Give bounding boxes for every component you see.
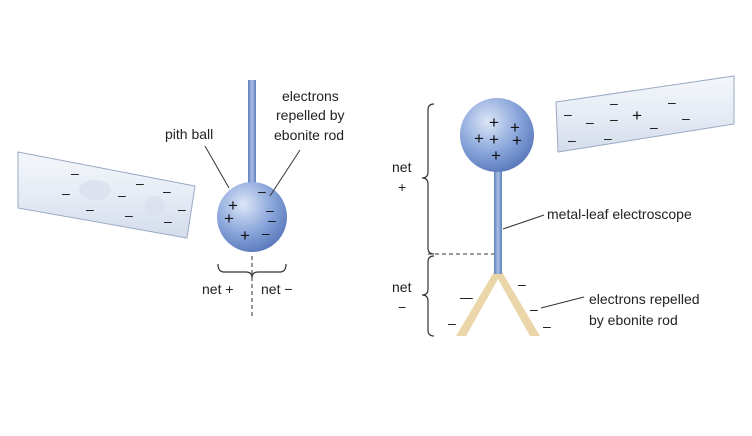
charge-plus: + <box>491 146 501 165</box>
charge-minus: – <box>682 110 690 126</box>
electroscope-label: metal-leaf electroscope <box>547 206 692 222</box>
ebonite-rod-left: – – – – – – – – – <box>17 151 196 239</box>
electroscope-sphere: + + + + + + <box>460 98 534 172</box>
charge-minus: – <box>118 187 126 203</box>
charge-minus: – <box>650 119 658 135</box>
charge-minus: – <box>268 212 276 228</box>
charge-minus: – <box>448 315 456 331</box>
charge-plus: + <box>512 131 522 150</box>
charge-minus: – <box>266 202 274 218</box>
left-panel: – – – – – – – – – + + + – – – – pith ba <box>17 80 345 318</box>
right-panel: – – – – – + – – – – + + + + + + <box>392 75 735 337</box>
electrons-right-line1: electrons repelled <box>589 291 700 307</box>
charge-plus: + <box>228 196 238 215</box>
pith-ball-label: pith ball <box>165 126 213 142</box>
charge-minus: – <box>610 111 618 127</box>
pith-ball-thread <box>248 80 256 186</box>
electrons-right-pointer <box>540 296 585 309</box>
charge-minus: – <box>262 225 270 241</box>
pith-ball-sphere <box>217 182 287 252</box>
charge-minus: – <box>530 301 538 317</box>
charge-plus: + <box>489 130 499 149</box>
charge-plus: + <box>632 106 642 125</box>
ebonite-rod-right: – – – – – + – – – – <box>555 75 735 153</box>
charge-minus: – <box>86 201 94 217</box>
electrons-label-line2: repelled by <box>276 107 345 123</box>
charge-minus: – <box>564 106 572 122</box>
net-minus-label: net − <box>261 281 293 297</box>
electrons-label-line1: electrons <box>282 88 339 104</box>
net-bottom-word: net <box>392 279 412 295</box>
charge-minus: – <box>125 207 133 223</box>
electroscope-ball <box>460 98 534 172</box>
charge-minus: – <box>518 276 526 292</box>
pith-ball-pointer <box>204 145 230 189</box>
rod-highlight <box>145 196 165 216</box>
charge-plus: + <box>489 113 499 132</box>
charge-minus: – <box>163 183 171 199</box>
charge-minus: – <box>62 185 70 201</box>
rod-body <box>555 75 735 153</box>
charge-minus: – <box>604 130 612 146</box>
brace-top <box>421 103 435 255</box>
charge-minus: – <box>258 183 266 199</box>
charge-minus: – <box>164 213 172 229</box>
charge-plus: + <box>510 118 520 137</box>
charge-minus: – <box>465 289 473 305</box>
electroscope-leaves <box>456 272 540 336</box>
charge-minus: – <box>568 132 576 148</box>
net-bottom-sign: − <box>398 299 406 315</box>
net-top-word: net <box>392 159 412 175</box>
rod-highlight <box>79 180 111 200</box>
charge-minus: – <box>71 165 79 181</box>
pith-ball: + + + – – – – <box>217 182 287 252</box>
bracket <box>217 263 287 279</box>
electrons-right-line2: by ebonite rod <box>589 312 678 328</box>
charge-plus: + <box>240 226 250 245</box>
charge-minus: – <box>136 175 144 191</box>
electrons-pointer <box>269 149 301 197</box>
brace-bottom <box>421 255 435 337</box>
charge-minus: – <box>178 201 186 217</box>
charge-plus: + <box>224 209 234 228</box>
charge-plus: + <box>474 129 484 148</box>
leaf-left <box>456 272 502 336</box>
electrons-label-line3: ebonite rod <box>274 127 344 143</box>
leaf-right <box>494 272 540 336</box>
net-plus-label: net + <box>202 281 234 297</box>
electroscope-pointer <box>502 214 545 230</box>
charge-minus: – <box>543 318 551 334</box>
charge-minus: – <box>668 94 676 110</box>
electroscope-stem <box>494 170 502 274</box>
net-top-sign: + <box>398 179 406 195</box>
charge-minus: – <box>610 95 618 111</box>
charge-minus: – <box>586 114 594 130</box>
charge-minus: – <box>460 289 468 305</box>
